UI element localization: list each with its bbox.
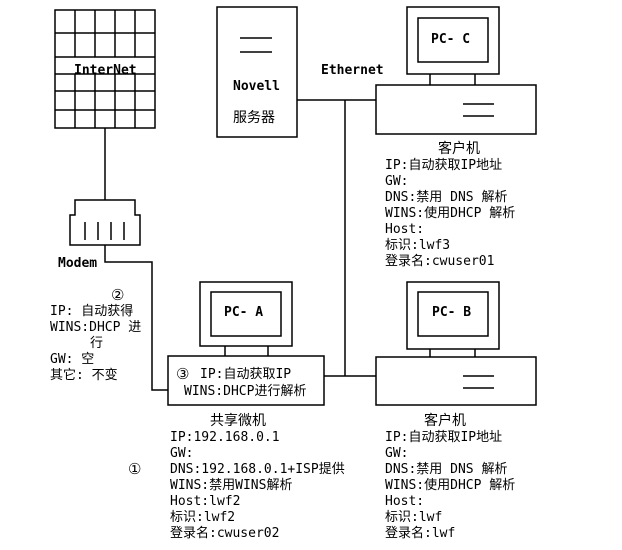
- modem-settings-block: IP: 自动获得 WINS:DHCP 进 行 GW: 空 其它: 不变: [50, 304, 141, 384]
- client-c-line: GW:: [385, 174, 409, 189]
- pc-a-label: PC- A: [224, 305, 264, 320]
- shared-box-line-2: WINS:DHCP进行解析: [184, 384, 307, 399]
- modem-settings-line: WINS:DHCP 进: [50, 320, 142, 335]
- shared-host-line: GW:: [170, 446, 194, 461]
- shared-host-line: DNS:192.168.0.1+ISP提供: [170, 462, 345, 477]
- client-b-line: 登录名:lwf: [385, 526, 456, 541]
- server-label-2: 服务器: [233, 110, 275, 126]
- client-c-line: WINS:使用DHCP 解析: [385, 206, 516, 221]
- modem-settings-line: 其它: 不变: [50, 368, 118, 383]
- client-b-line: DNS:禁用 DNS 解析: [385, 462, 508, 477]
- pc-b-computer-icon: [375, 281, 537, 406]
- shared-host-line: IP:192.168.0.1: [170, 430, 280, 445]
- modem-icon: [69, 199, 141, 246]
- pc-a-computer-icon: [199, 281, 293, 356]
- client-c-line: IP:自动获取IP地址: [385, 158, 503, 173]
- client-b-title: 客户机: [424, 413, 466, 429]
- client-b-line: IP:自动获取IP地址: [385, 430, 503, 445]
- shared-host-line: 标识:lwf2: [170, 510, 236, 525]
- client-b-line: WINS:使用DHCP 解析: [385, 478, 516, 493]
- shared-box-line-1: IP:自动获取IP: [200, 367, 292, 382]
- client-c-line: DNS:禁用 DNS 解析: [385, 190, 508, 205]
- client-c-line: 标识:lwf3: [385, 238, 451, 253]
- pc-b-label: PC- B: [432, 305, 472, 320]
- ethernet-label: Ethernet: [321, 63, 384, 78]
- server-icon: [216, 6, 298, 138]
- client-c-title: 客户机: [438, 141, 480, 157]
- modem-settings-line: IP: 自动获得: [50, 304, 134, 319]
- modem-label: Modem: [58, 256, 98, 271]
- modem-settings-line: GW: 空: [50, 352, 95, 367]
- client-b-line: GW:: [385, 446, 409, 461]
- client-b-line: Host:: [385, 494, 425, 509]
- marker-2: ②: [111, 286, 125, 304]
- client-b-settings: IP:自动获取IP地址 GW: DNS:禁用 DNS 解析 WINS:使用DHC…: [385, 430, 515, 542]
- shared-host-line: 登录名:cwuser02: [170, 526, 280, 541]
- shared-host-line: WINS:禁用WINS解析: [170, 478, 293, 493]
- modem-settings-line: 行: [90, 336, 104, 351]
- shared-host-settings: IP:192.168.0.1 GW: DNS:192.168.0.1+ISP提供…: [170, 430, 345, 542]
- client-c-settings: IP:自动获取IP地址 GW: DNS:禁用 DNS 解析 WINS:使用DHC…: [385, 158, 515, 270]
- server-label-1: Novell: [233, 79, 280, 94]
- internet-label: InterNet: [74, 63, 137, 78]
- client-c-line: 登录名:cwuser01: [385, 254, 495, 269]
- shared-host-line: Host:lwf2: [170, 494, 241, 509]
- client-b-line: 标识:lwf: [385, 510, 443, 525]
- marker-1: ①: [128, 460, 142, 478]
- client-c-line: Host:: [385, 222, 425, 237]
- pc-c-label: PC- C: [431, 32, 471, 47]
- pc-c-computer-icon: [375, 6, 537, 135]
- marker-3: ③: [176, 365, 190, 383]
- shared-host-title: 共享微机: [210, 413, 266, 429]
